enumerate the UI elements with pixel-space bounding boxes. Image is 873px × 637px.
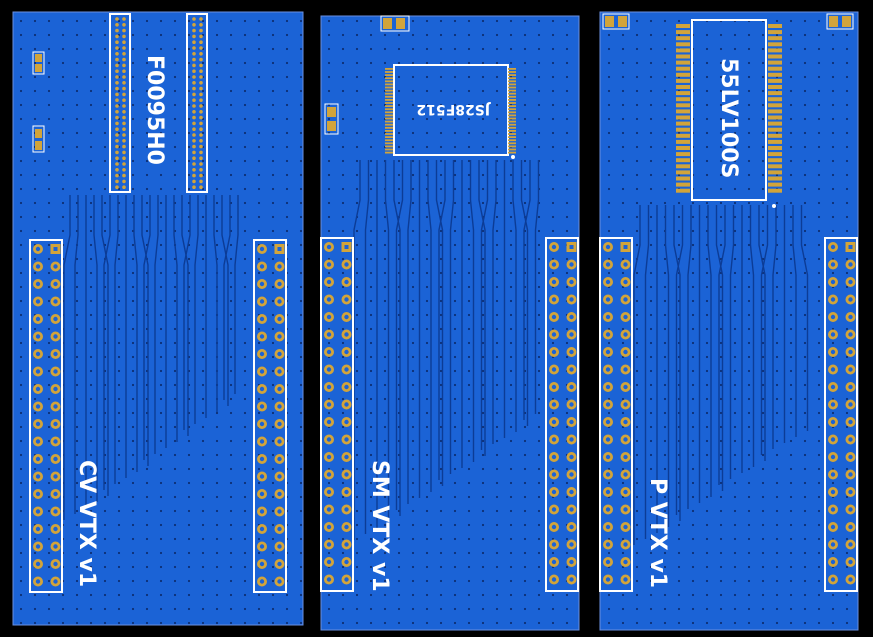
pin-header-right bbox=[253, 239, 287, 593]
board-cv: F0095H0 CV VTX v1 bbox=[12, 11, 304, 626]
capacitor-c2 bbox=[324, 103, 339, 135]
capacitor-c1 bbox=[32, 51, 45, 75]
pin-header-left bbox=[320, 237, 354, 592]
capacitor-c2 bbox=[32, 125, 45, 153]
silkscreen-label-p: P VTX v1 bbox=[645, 478, 670, 588]
flash-chip-outline bbox=[691, 19, 767, 201]
board-sm: JS28F512 SM VTX v1 bbox=[320, 15, 580, 631]
fine-pitch-connector-left bbox=[109, 13, 131, 193]
capacitor-c1 bbox=[826, 13, 854, 30]
chip-label-sm: JS28F512 bbox=[416, 101, 491, 117]
pin-header-right bbox=[824, 237, 858, 592]
board-p: 55LV100S P VTX v1 bbox=[599, 11, 859, 631]
chip-label-p: 55LV100S bbox=[716, 58, 741, 178]
capacitor-c2 bbox=[602, 13, 630, 30]
pin-header-left bbox=[599, 237, 633, 592]
pin-header-right bbox=[545, 237, 579, 592]
fine-pitch-connector-right bbox=[186, 13, 208, 193]
silkscreen-label-sm: SM VTX v1 bbox=[367, 460, 392, 592]
traces-cv bbox=[63, 195, 239, 520]
silkscreen-label-cv: CV VTX v1 bbox=[74, 460, 99, 587]
chip-label-cv: F0095H0 bbox=[142, 55, 167, 165]
capacitor-c1 bbox=[380, 15, 410, 32]
traces-p bbox=[633, 205, 809, 545]
pin-header-left bbox=[29, 239, 63, 593]
